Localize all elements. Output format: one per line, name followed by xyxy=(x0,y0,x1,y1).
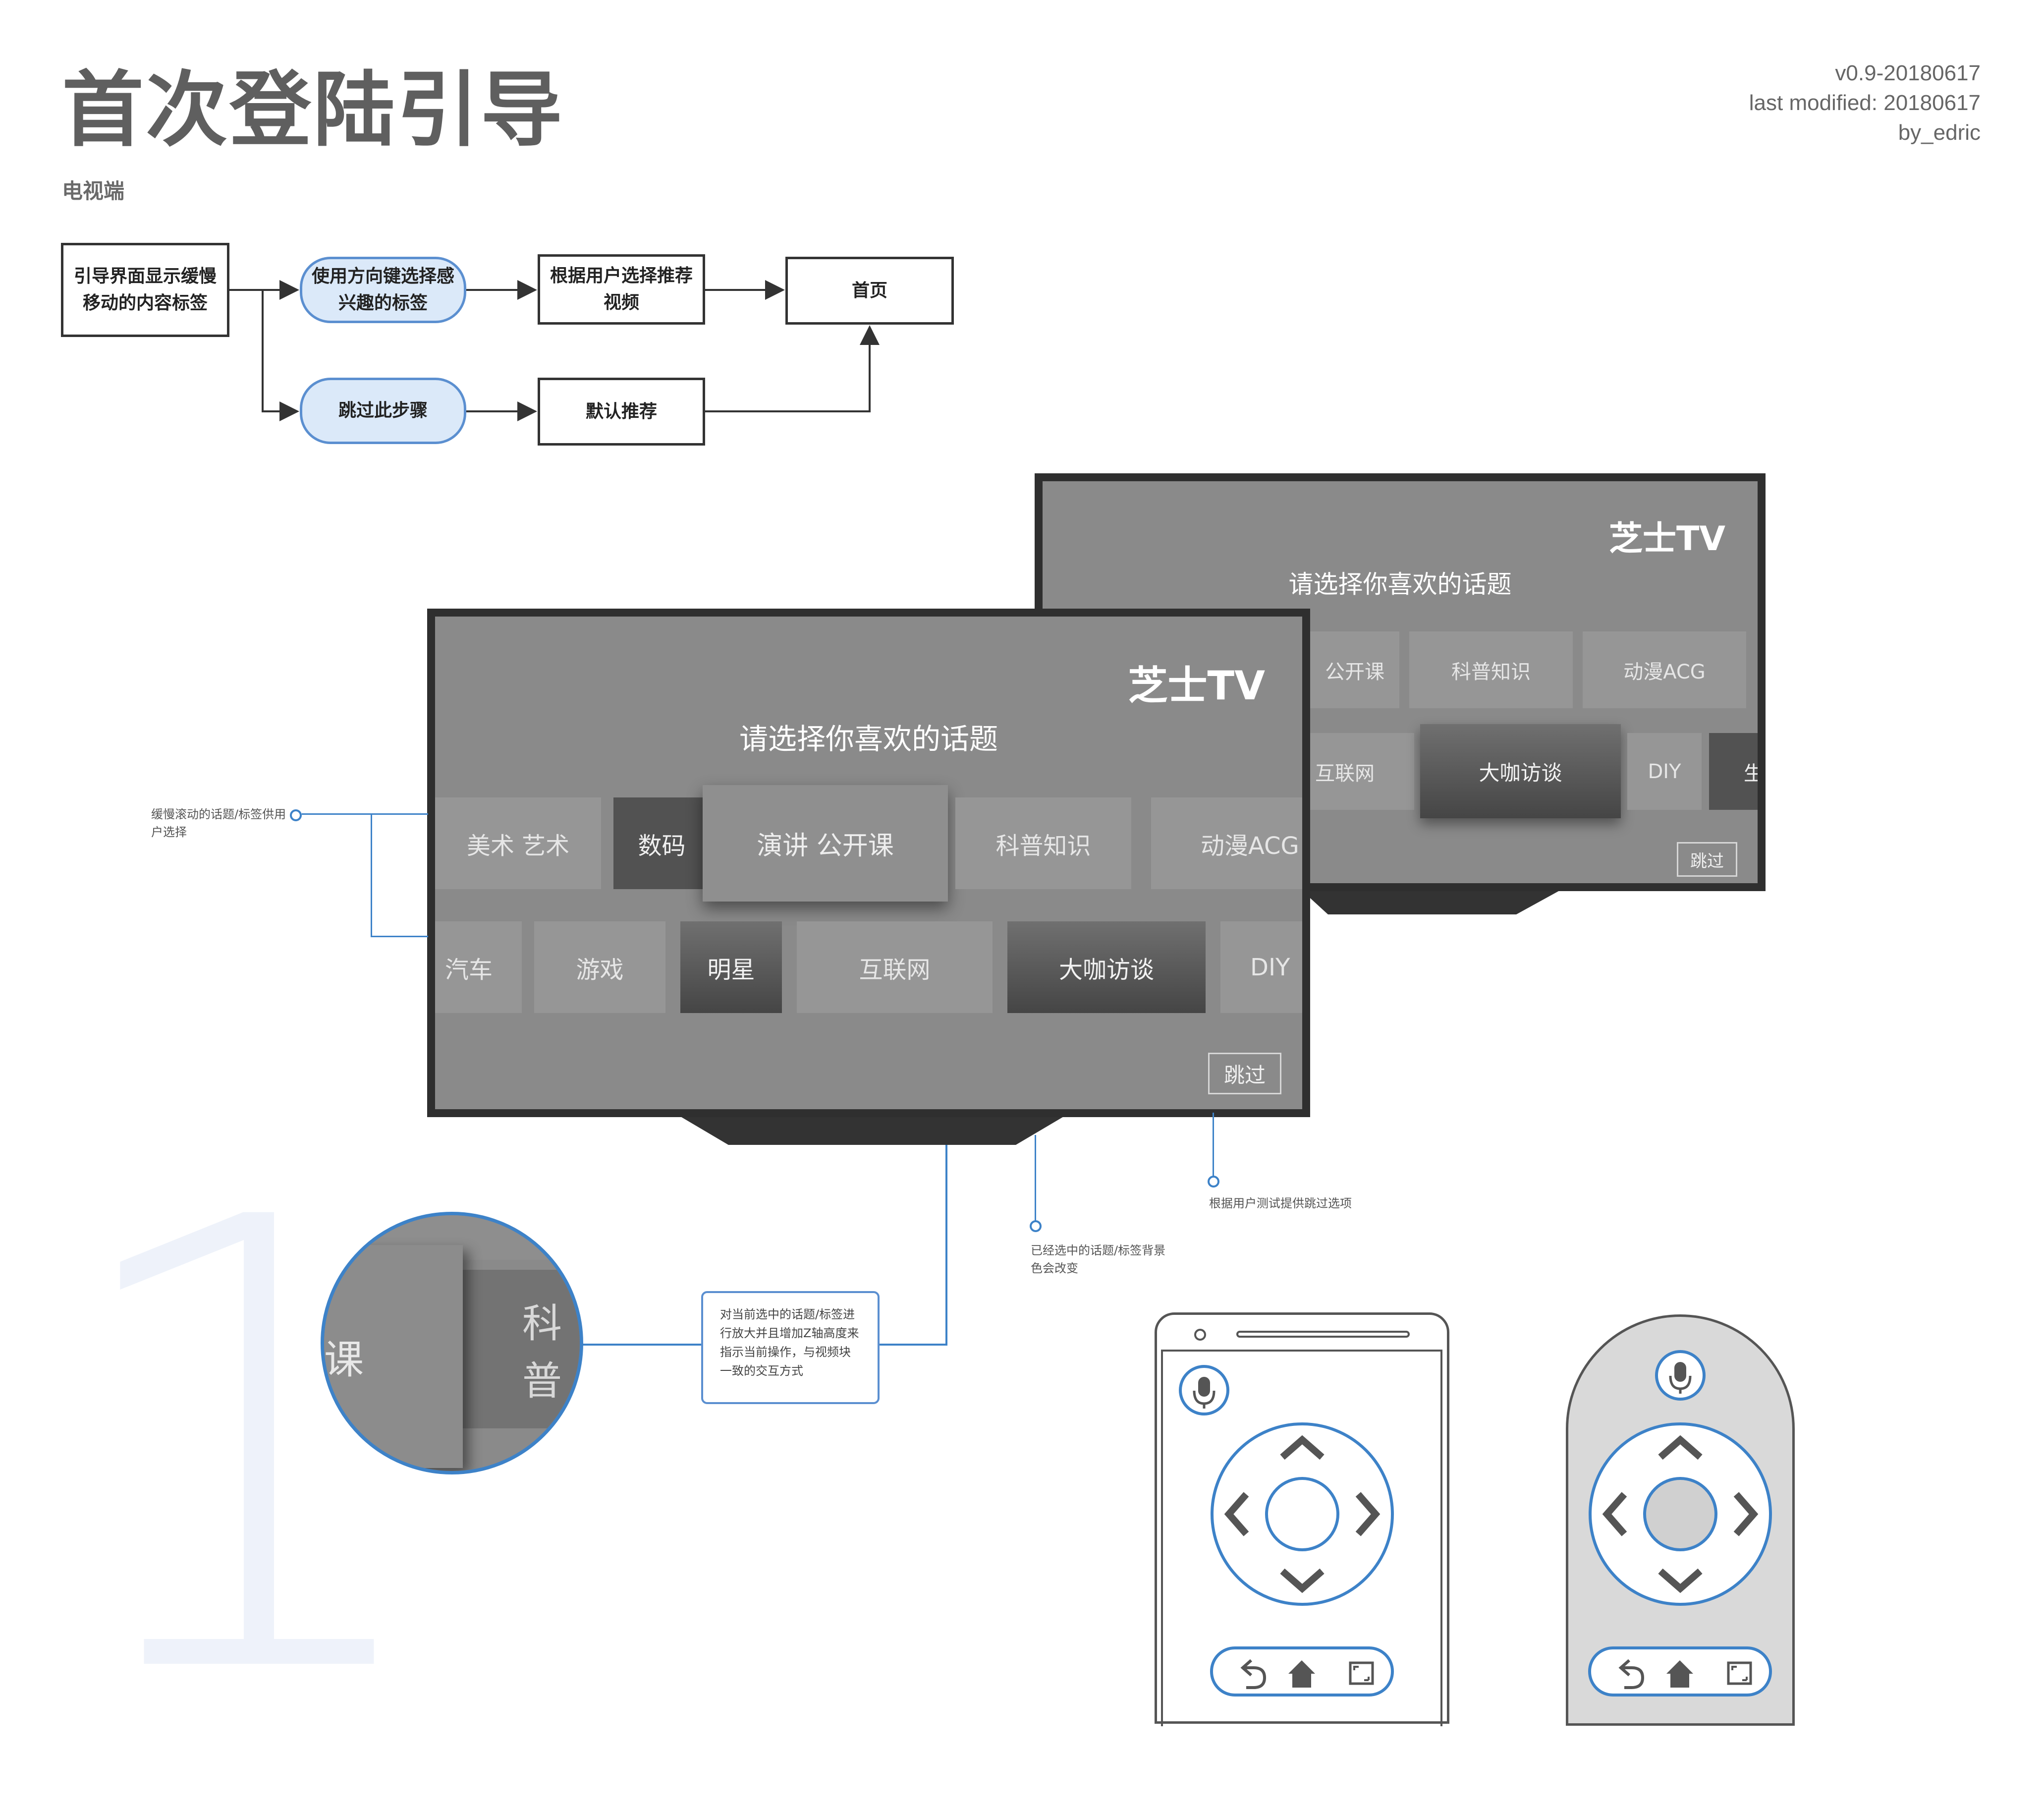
tv-front-tag-selected[interactable]: 大咖访谈 xyxy=(1007,921,1206,1013)
tv-front-tag[interactable]: 科普知识 xyxy=(955,797,1131,889)
tv-front-tag[interactable]: 汽车 xyxy=(435,921,522,1013)
chevron-left-icon[interactable] xyxy=(1224,1492,1249,1536)
tv-front-logo: 芝士TV xyxy=(1128,663,1265,709)
phone-dpad[interactable] xyxy=(1211,1422,1394,1606)
annotation-line xyxy=(1213,1113,1214,1177)
microphone-icon xyxy=(1669,1362,1692,1394)
tv-back-skip-button[interactable]: 跳过 xyxy=(1677,842,1737,877)
annotation-line xyxy=(371,813,372,937)
doc-meta: v0.9-20180617 last modified: 20180617 by… xyxy=(1749,58,1981,148)
flow-default-box: 默认推荐 xyxy=(538,378,705,446)
phone-ok-button[interactable] xyxy=(1265,1477,1339,1551)
annotation-line xyxy=(371,936,428,937)
remote-ok-button[interactable] xyxy=(1643,1477,1717,1551)
tv-front-screen: 芝士TV 请选择你喜欢的话题 美术 艺术 数码 演讲 公开课 科普知识 动漫AC… xyxy=(427,609,1310,1117)
annotation-skip: 根据用户测试提供跳过选项 xyxy=(1209,1196,1352,1210)
annotation-dot xyxy=(1030,1220,1042,1232)
flow-skip-pill: 跳过此步骤 xyxy=(300,378,466,444)
flow-choose-tags-pill: 使用方向键选择感兴趣的标签 xyxy=(300,257,466,323)
tv-front-tag[interactable]: 游戏 xyxy=(534,921,665,1013)
chevron-down-icon[interactable] xyxy=(1658,1568,1703,1593)
flow-start-box: 引导界面显示缓慢移动的内容标签 xyxy=(61,243,229,337)
phone-screen xyxy=(1161,1350,1442,1726)
version-text: v0.9-20180617 xyxy=(1835,61,1981,85)
annotation-line xyxy=(877,1344,947,1346)
tv-front-tag[interactable]: 美术 艺术 xyxy=(435,797,601,889)
flow-home-box: 首页 xyxy=(785,257,954,325)
annotation-line xyxy=(582,1344,704,1346)
tv-back-stand xyxy=(1298,887,1566,914)
magnifier-left-tile: 课 xyxy=(324,1245,463,1468)
tv-front-tag-focused[interactable]: 演讲 公开课 xyxy=(703,785,948,902)
chevron-down-icon[interactable] xyxy=(1280,1568,1325,1593)
flow-default-label: 默认推荐 xyxy=(585,401,657,422)
tv-back-tag[interactable]: 公开课 xyxy=(1310,631,1399,708)
tv-back-logo: 芝士TV xyxy=(1608,519,1725,559)
tv-back-prompt: 请选择你喜欢的话题 xyxy=(1288,570,1512,599)
phone-speaker xyxy=(1236,1331,1410,1338)
page-subtitle: 电视端 xyxy=(62,179,125,203)
flow-home-label: 首页 xyxy=(851,280,887,301)
tv-front-skip-button[interactable]: 跳过 xyxy=(1208,1053,1281,1094)
home-icon[interactable] xyxy=(1666,1660,1693,1688)
annotation-line xyxy=(945,1145,947,1346)
annotation-dot xyxy=(1208,1176,1219,1188)
annotation-zoom-text: 对当前选中的话题/标签进行放大并且增加Z轴高度来指示当前操作，与视频块一致的交互… xyxy=(720,1307,859,1378)
home-icon[interactable] xyxy=(1288,1660,1315,1688)
tv-front-stand xyxy=(674,1113,1070,1145)
tv-back-tag[interactable]: 科普知识 xyxy=(1409,631,1573,708)
chevron-up-icon[interactable] xyxy=(1280,1435,1325,1460)
screen-icon[interactable] xyxy=(1727,1661,1752,1685)
tv-front-tag[interactable]: 互联网 xyxy=(797,921,993,1013)
chevron-right-icon[interactable] xyxy=(1733,1492,1759,1536)
tv-back-tag-selected[interactable]: 大咖访谈 xyxy=(1420,724,1621,818)
chevron-left-icon[interactable] xyxy=(1602,1492,1627,1536)
annotation-line xyxy=(1035,1135,1036,1222)
remote-mic-button[interactable] xyxy=(1655,1350,1706,1401)
remote-dpad[interactable] xyxy=(1589,1422,1772,1606)
physical-remote-controls xyxy=(1588,1350,1772,1697)
screen-icon[interactable] xyxy=(1349,1661,1374,1685)
flowchart-connectors xyxy=(229,280,880,421)
annotation-selected-bg: 已经选中的话题/标签背景色会改变 xyxy=(1031,1244,1166,1275)
tv-front-prompt: 请选择你喜欢的话题 xyxy=(739,722,998,756)
flow-start-label: 引导界面显示缓慢移动的内容标签 xyxy=(73,266,217,313)
back-icon[interactable] xyxy=(1240,1659,1267,1689)
chevron-right-icon[interactable] xyxy=(1355,1492,1381,1536)
annotation-scrolling: 缓慢滚动的话题/标签供用户选择 xyxy=(151,807,286,839)
annotation-line xyxy=(302,813,428,815)
remote-bottom-bar xyxy=(1588,1646,1772,1697)
phone-controls xyxy=(1179,1365,1394,1697)
phone-mic-button[interactable] xyxy=(1179,1365,1229,1415)
tv-back-tag[interactable]: 互联网 xyxy=(1310,733,1414,810)
tv-front-tag[interactable]: 动漫ACG xyxy=(1151,797,1302,889)
flow-choose-tags-label: 使用方向键选择感兴趣的标签 xyxy=(311,266,454,313)
tv-back-tag[interactable]: 生活 xyxy=(1709,733,1758,810)
tv-front-tag-selected[interactable]: 明星 xyxy=(680,921,782,1013)
tv-front-tag[interactable]: DIY xyxy=(1220,921,1302,1013)
last-modified-text: last modified: 20180617 xyxy=(1749,91,1981,115)
annotation-zoom-box: 对当前选中的话题/标签进行放大并且增加Z轴高度来指示当前操作，与视频块一致的交互… xyxy=(701,1291,880,1404)
phone-bottom-bar xyxy=(1210,1646,1394,1697)
flow-recommend-label: 根据用户选择推荐视频 xyxy=(550,266,693,313)
chevron-up-icon[interactable] xyxy=(1658,1435,1703,1460)
tv-back-tag[interactable]: DIY xyxy=(1627,733,1702,810)
magnifier-circle: 科普 课 xyxy=(321,1212,583,1474)
flow-skip-label: 跳过此步骤 xyxy=(338,400,428,421)
annotation-dot xyxy=(290,809,302,821)
page-title: 首次登陆引导 xyxy=(62,62,564,158)
phone-camera xyxy=(1194,1329,1206,1341)
magnifier-right-tile: 科普 xyxy=(463,1270,580,1428)
back-icon[interactable] xyxy=(1618,1659,1645,1689)
flow-recommend-box: 根据用户选择推荐视频 xyxy=(538,254,705,325)
tv-front-tag-selected[interactable]: 数码 xyxy=(613,797,710,889)
tv-back-tag[interactable]: 动漫ACG xyxy=(1583,631,1746,708)
microphone-icon xyxy=(1193,1377,1215,1409)
author-text: by_edric xyxy=(1898,120,1981,145)
